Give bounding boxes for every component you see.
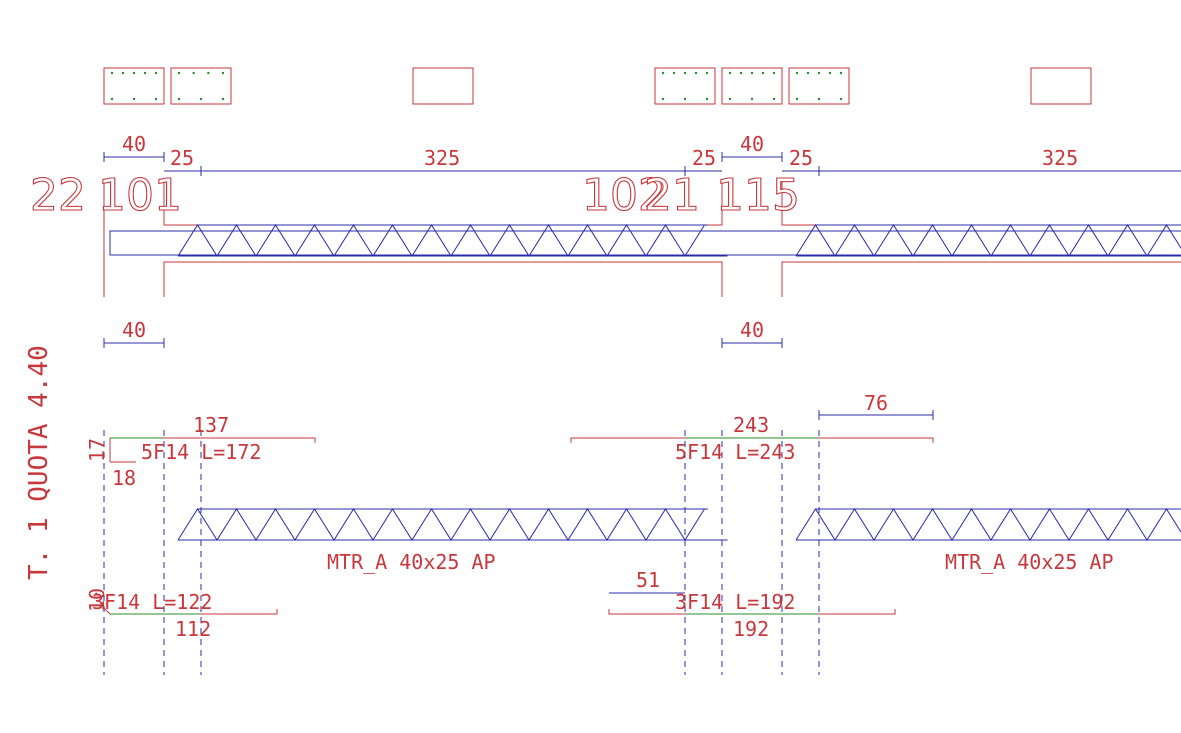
rebar-dot	[121, 71, 125, 75]
mid-dimensions	[103, 338, 783, 348]
section-box	[103, 67, 165, 105]
beam-label-left: MTR_A 40x25 AP	[327, 550, 496, 574]
rebar-length: 112	[175, 617, 211, 641]
rebar-dot	[207, 71, 210, 75]
hook-length: 10	[85, 588, 109, 612]
slab-band	[109, 230, 1181, 256]
rebar-length: 51	[636, 568, 660, 592]
level-label: T. 1 QUOTA 4.40	[24, 345, 54, 580]
section-box	[788, 67, 850, 105]
section-box	[654, 67, 716, 105]
truss-top-left	[177, 224, 728, 257]
rebar-dot	[828, 71, 832, 75]
rebar-dot	[817, 71, 821, 75]
dim-text: 25	[692, 146, 716, 170]
truss-zigzag	[795, 224, 1181, 257]
rebar-dot	[177, 97, 181, 101]
rebar-dot	[772, 97, 776, 101]
node-label-22: 22	[30, 170, 86, 221]
dim-text: 25	[789, 146, 813, 170]
rebar-dot	[795, 71, 799, 75]
dim-text: 25	[170, 146, 194, 170]
rebar-dot	[750, 71, 754, 75]
rebar-length: 192	[733, 617, 769, 641]
rebar-dot	[839, 97, 843, 101]
beam-bottom-outline-right	[781, 261, 1181, 297]
rebar-length: 137	[193, 413, 229, 437]
section-box	[1030, 67, 1092, 105]
rebar-dot	[661, 71, 665, 75]
node-label-102: 102	[582, 170, 666, 221]
truss-zigzag	[795, 508, 1181, 541]
rebar-dot	[705, 97, 709, 101]
rebar-dot	[132, 71, 136, 75]
rebar-dot	[683, 97, 687, 101]
beam-bottom-outline	[163, 261, 723, 297]
dim-text: 325	[424, 146, 460, 170]
rebar-dot	[806, 71, 810, 75]
rebar-dot	[683, 71, 687, 75]
rebar-lines	[103, 410, 934, 615]
rebar-dot	[694, 71, 698, 75]
truss-bottom-left	[177, 508, 728, 541]
dim-text: 40	[740, 318, 764, 342]
rebar-label: 3F14 L=122	[92, 590, 212, 614]
hook-length: 17	[85, 438, 109, 462]
node-label-101: 101	[98, 170, 182, 221]
rebar-dot	[661, 97, 665, 101]
rebar-dot	[177, 71, 181, 75]
rebar-length: 76	[864, 391, 888, 415]
rebar-dot	[199, 97, 203, 101]
hook-length: 18	[112, 466, 136, 490]
dim-text: 40	[122, 132, 146, 156]
top-rebar-left	[109, 437, 316, 462]
rebar-dot	[772, 71, 776, 75]
rebar-label: 5F14 L=243	[675, 440, 795, 464]
rebar-label: 3F14 L=192	[675, 590, 795, 614]
rebar-dot	[739, 71, 743, 75]
rebar-dot	[221, 71, 225, 75]
rebar-dot	[192, 71, 195, 75]
section-rebar-dots	[110, 71, 843, 101]
rebar-dot	[795, 97, 799, 101]
rebar-dot	[750, 97, 754, 101]
top-dimensions	[103, 152, 1181, 176]
rebar-label: 5F14 L=172	[141, 440, 261, 464]
section-boxes	[103, 67, 1092, 105]
rebar-dot	[154, 71, 158, 75]
rebar-dot	[728, 97, 732, 101]
rebar-dot	[221, 97, 225, 101]
section-box	[170, 67, 232, 105]
rebar-dot	[705, 71, 709, 75]
rebar-dot	[761, 71, 765, 75]
section-box	[721, 67, 783, 105]
rebar-dot	[154, 97, 158, 101]
beam-elevation	[103, 180, 1181, 297]
dim-text: 40	[122, 318, 146, 342]
node-label-21: 21	[644, 170, 700, 221]
rebar-dot	[672, 71, 676, 75]
truss-bottom-right	[795, 508, 1181, 541]
node-label-115: 115	[716, 170, 800, 221]
dim-text: 40	[740, 132, 764, 156]
beam-label-right: MTR_A 40x25 AP	[945, 550, 1114, 574]
rebar-dot	[110, 97, 114, 101]
reference-lines	[103, 430, 820, 675]
rebar-dot	[839, 71, 843, 75]
rebar-length: 243	[733, 413, 769, 437]
rebar-dot	[817, 97, 821, 101]
truss-zigzag	[177, 508, 705, 541]
beam-top-outline-right	[781, 180, 1181, 226]
rebar-dot	[110, 71, 114, 75]
rebar-dot	[728, 71, 732, 75]
rebar-dot	[132, 97, 136, 101]
section-box	[412, 67, 474, 105]
truss-top-right	[795, 224, 1181, 257]
truss-zigzag	[177, 224, 705, 257]
rebar-dot	[143, 71, 147, 75]
dim-text: 325	[1042, 146, 1078, 170]
